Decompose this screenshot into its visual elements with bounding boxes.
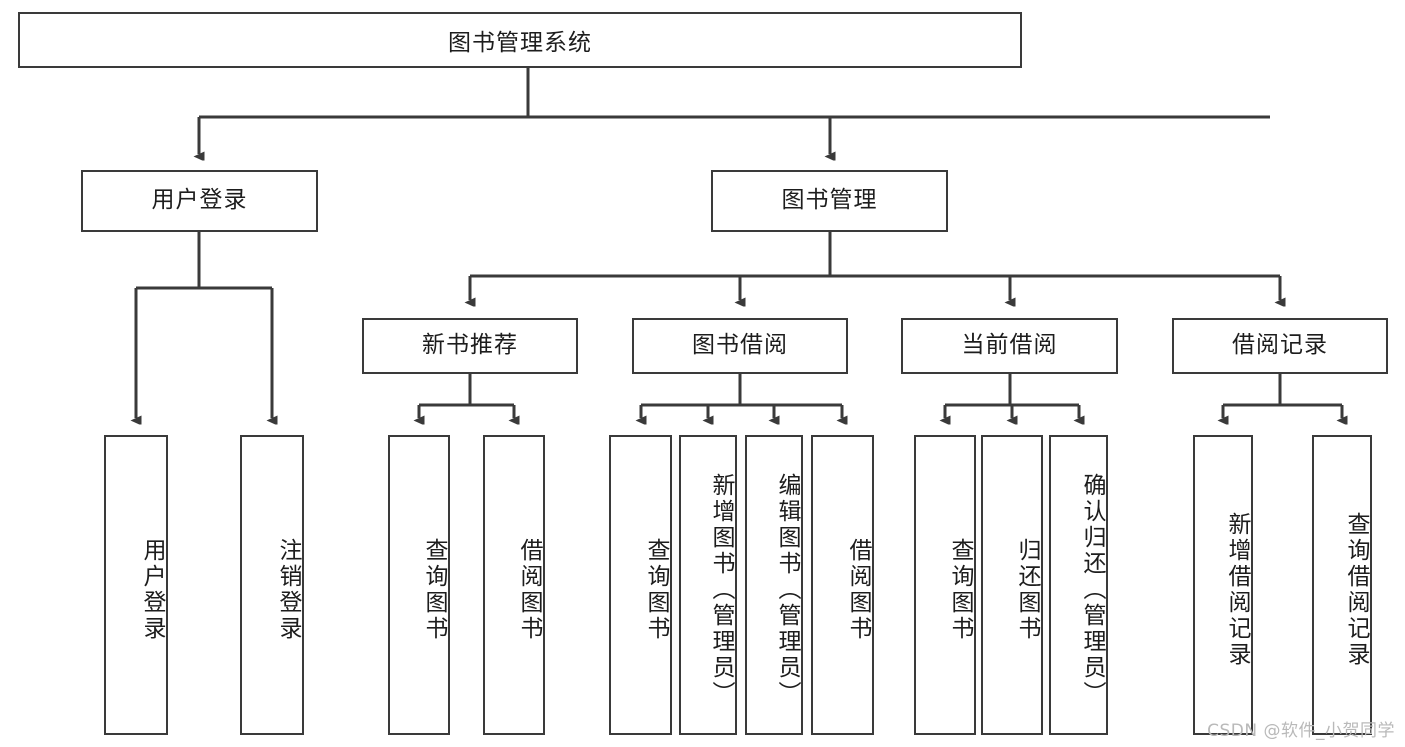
leaf-recommend-query-book[interactable]: 查询图书	[388, 435, 450, 735]
leaf-user-login-login[interactable]: 用户登录	[104, 435, 168, 735]
leaf-current-confirm-return-admin[interactable]: 确认归还（管理员）	[1049, 435, 1108, 735]
leaf-borrow-edit-book-admin[interactable]: 编辑图书（管理员）	[745, 435, 803, 735]
node-current-borrow[interactable]: 当前借阅	[901, 318, 1118, 374]
leaf-user-login-logout[interactable]: 注销登录	[240, 435, 304, 735]
node-borrow-record[interactable]: 借阅记录	[1172, 318, 1388, 374]
node-user-login[interactable]: 用户登录	[81, 170, 318, 232]
node-book-borrow[interactable]: 图书借阅	[632, 318, 848, 374]
leaf-record-add-record[interactable]: 新增借阅记录	[1193, 435, 1253, 735]
csdn-watermark: CSDN @软件_小贺同学	[1207, 721, 1395, 741]
leaf-borrow-query-book[interactable]: 查询图书	[609, 435, 672, 735]
leaf-borrow-borrow-book[interactable]: 借阅图书	[811, 435, 874, 735]
leaf-current-return-book[interactable]: 归还图书	[981, 435, 1043, 735]
leaf-recommend-borrow-book[interactable]: 借阅图书	[483, 435, 545, 735]
node-new-book-recommend[interactable]: 新书推荐	[362, 318, 578, 374]
leaf-current-query-book[interactable]: 查询图书	[914, 435, 976, 735]
node-root-system[interactable]: 图书管理系统	[18, 12, 1022, 68]
leaf-record-query-record[interactable]: 查询借阅记录	[1312, 435, 1372, 735]
leaf-borrow-add-book-admin[interactable]: 新增图书（管理员）	[679, 435, 737, 735]
node-book-management[interactable]: 图书管理	[711, 170, 948, 232]
